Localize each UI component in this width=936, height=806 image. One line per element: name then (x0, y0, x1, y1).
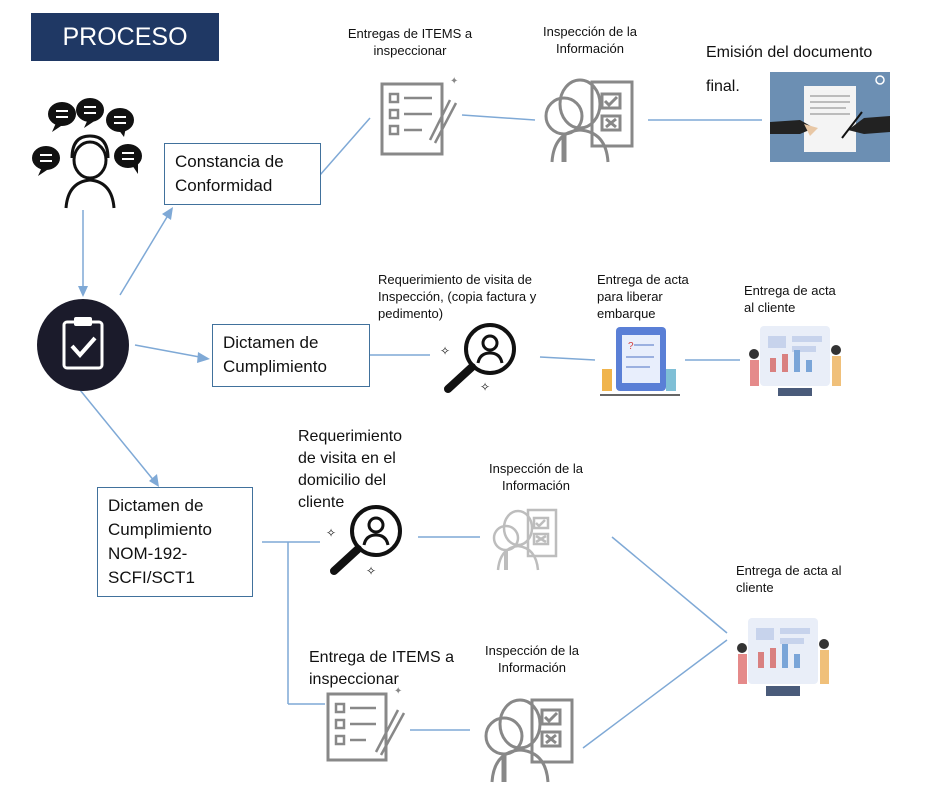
checklist-icon-2: ✦ (326, 686, 406, 762)
connector-to-dictamen (134, 344, 206, 359)
report-clipboard-illustration: ? (600, 327, 680, 396)
inspection-icon-2 (484, 698, 574, 783)
svg-text:✧: ✧ (326, 526, 336, 540)
row2-acta-cliente-label: Entrega de acta al cliente (744, 283, 836, 315)
svg-text:?: ? (628, 341, 634, 352)
arrowhead-dictamen (197, 352, 210, 363)
dictamen-box: Dictamen de Cumplimiento (212, 324, 370, 387)
clipboard-check-icon (37, 299, 129, 391)
connector-constancia-items (319, 117, 371, 176)
arrowhead-dictamen-nom (149, 474, 159, 487)
checklist-icon: ✦ (380, 76, 458, 156)
connector-items-inspeccion (461, 114, 536, 121)
magnifier-person-icon: ✧ ✧ (440, 323, 516, 394)
inspection-icon-faded (492, 508, 558, 571)
svg-text:✦: ✦ (394, 686, 402, 697)
connector-requerimiento-acta (539, 356, 596, 361)
row3-items-label: Entrega de ITEMS a inspeccionar (309, 649, 454, 688)
row1-inspeccion-label: Inspección de la Información (543, 24, 637, 56)
constancia-label: Constancia de Conformidad (175, 152, 284, 195)
row3-inspeccion-label-b: Inspección de la Información (485, 643, 579, 675)
arrowhead-down (78, 286, 88, 297)
inspection-icon (544, 78, 634, 163)
row2-requerimiento-label: Requerimiento de visita de Inspección, (… (378, 272, 537, 321)
dictamen-nom-label: Dictamen de Cumplimiento NOM-192-SCFI/SC… (108, 496, 212, 587)
row2-acta-embarque-label: Entrega de acta para liberar embarque (597, 272, 689, 321)
row3-requerimiento-label: Requerimiento de visita en el domicilio … (298, 428, 403, 511)
row3-inspeccion-label-a: Inspección de la Información (489, 461, 583, 493)
signing-document-image (770, 72, 890, 162)
dictamen-nom-box: Dictamen de Cumplimiento NOM-192-SCFI/SC… (97, 487, 253, 597)
client-delivery-illustration-2 (737, 618, 829, 696)
customer-service-icon (32, 98, 142, 209)
client-delivery-illustration (749, 326, 841, 396)
svg-text:✦: ✦ (450, 76, 458, 87)
arrowhead-constancia (162, 207, 173, 220)
row3-acta-cliente-label: Entrega de acta al cliente (736, 563, 842, 595)
connector-inspeccion-b-cliente (582, 639, 728, 749)
constancia-box: Constancia de Conformidad (164, 143, 321, 205)
row1-emision-label: Emisión del documento final. (706, 44, 873, 95)
connector-to-constancia (119, 211, 171, 296)
connector-inspeccion-a-cliente (611, 536, 728, 634)
row1-items-label: Entregas de ITEMS a inspeccionar (347, 26, 473, 58)
svg-text:✧: ✧ (366, 564, 376, 578)
svg-text:✧: ✧ (480, 380, 490, 394)
dictamen-label: Dictamen de Cumplimiento (223, 333, 327, 376)
page-title: PROCESO (31, 13, 219, 61)
svg-text:✧: ✧ (440, 344, 450, 358)
magnifier-person-icon-2: ✧ ✧ (326, 505, 402, 578)
connector-to-dictamen-nom (79, 389, 156, 483)
